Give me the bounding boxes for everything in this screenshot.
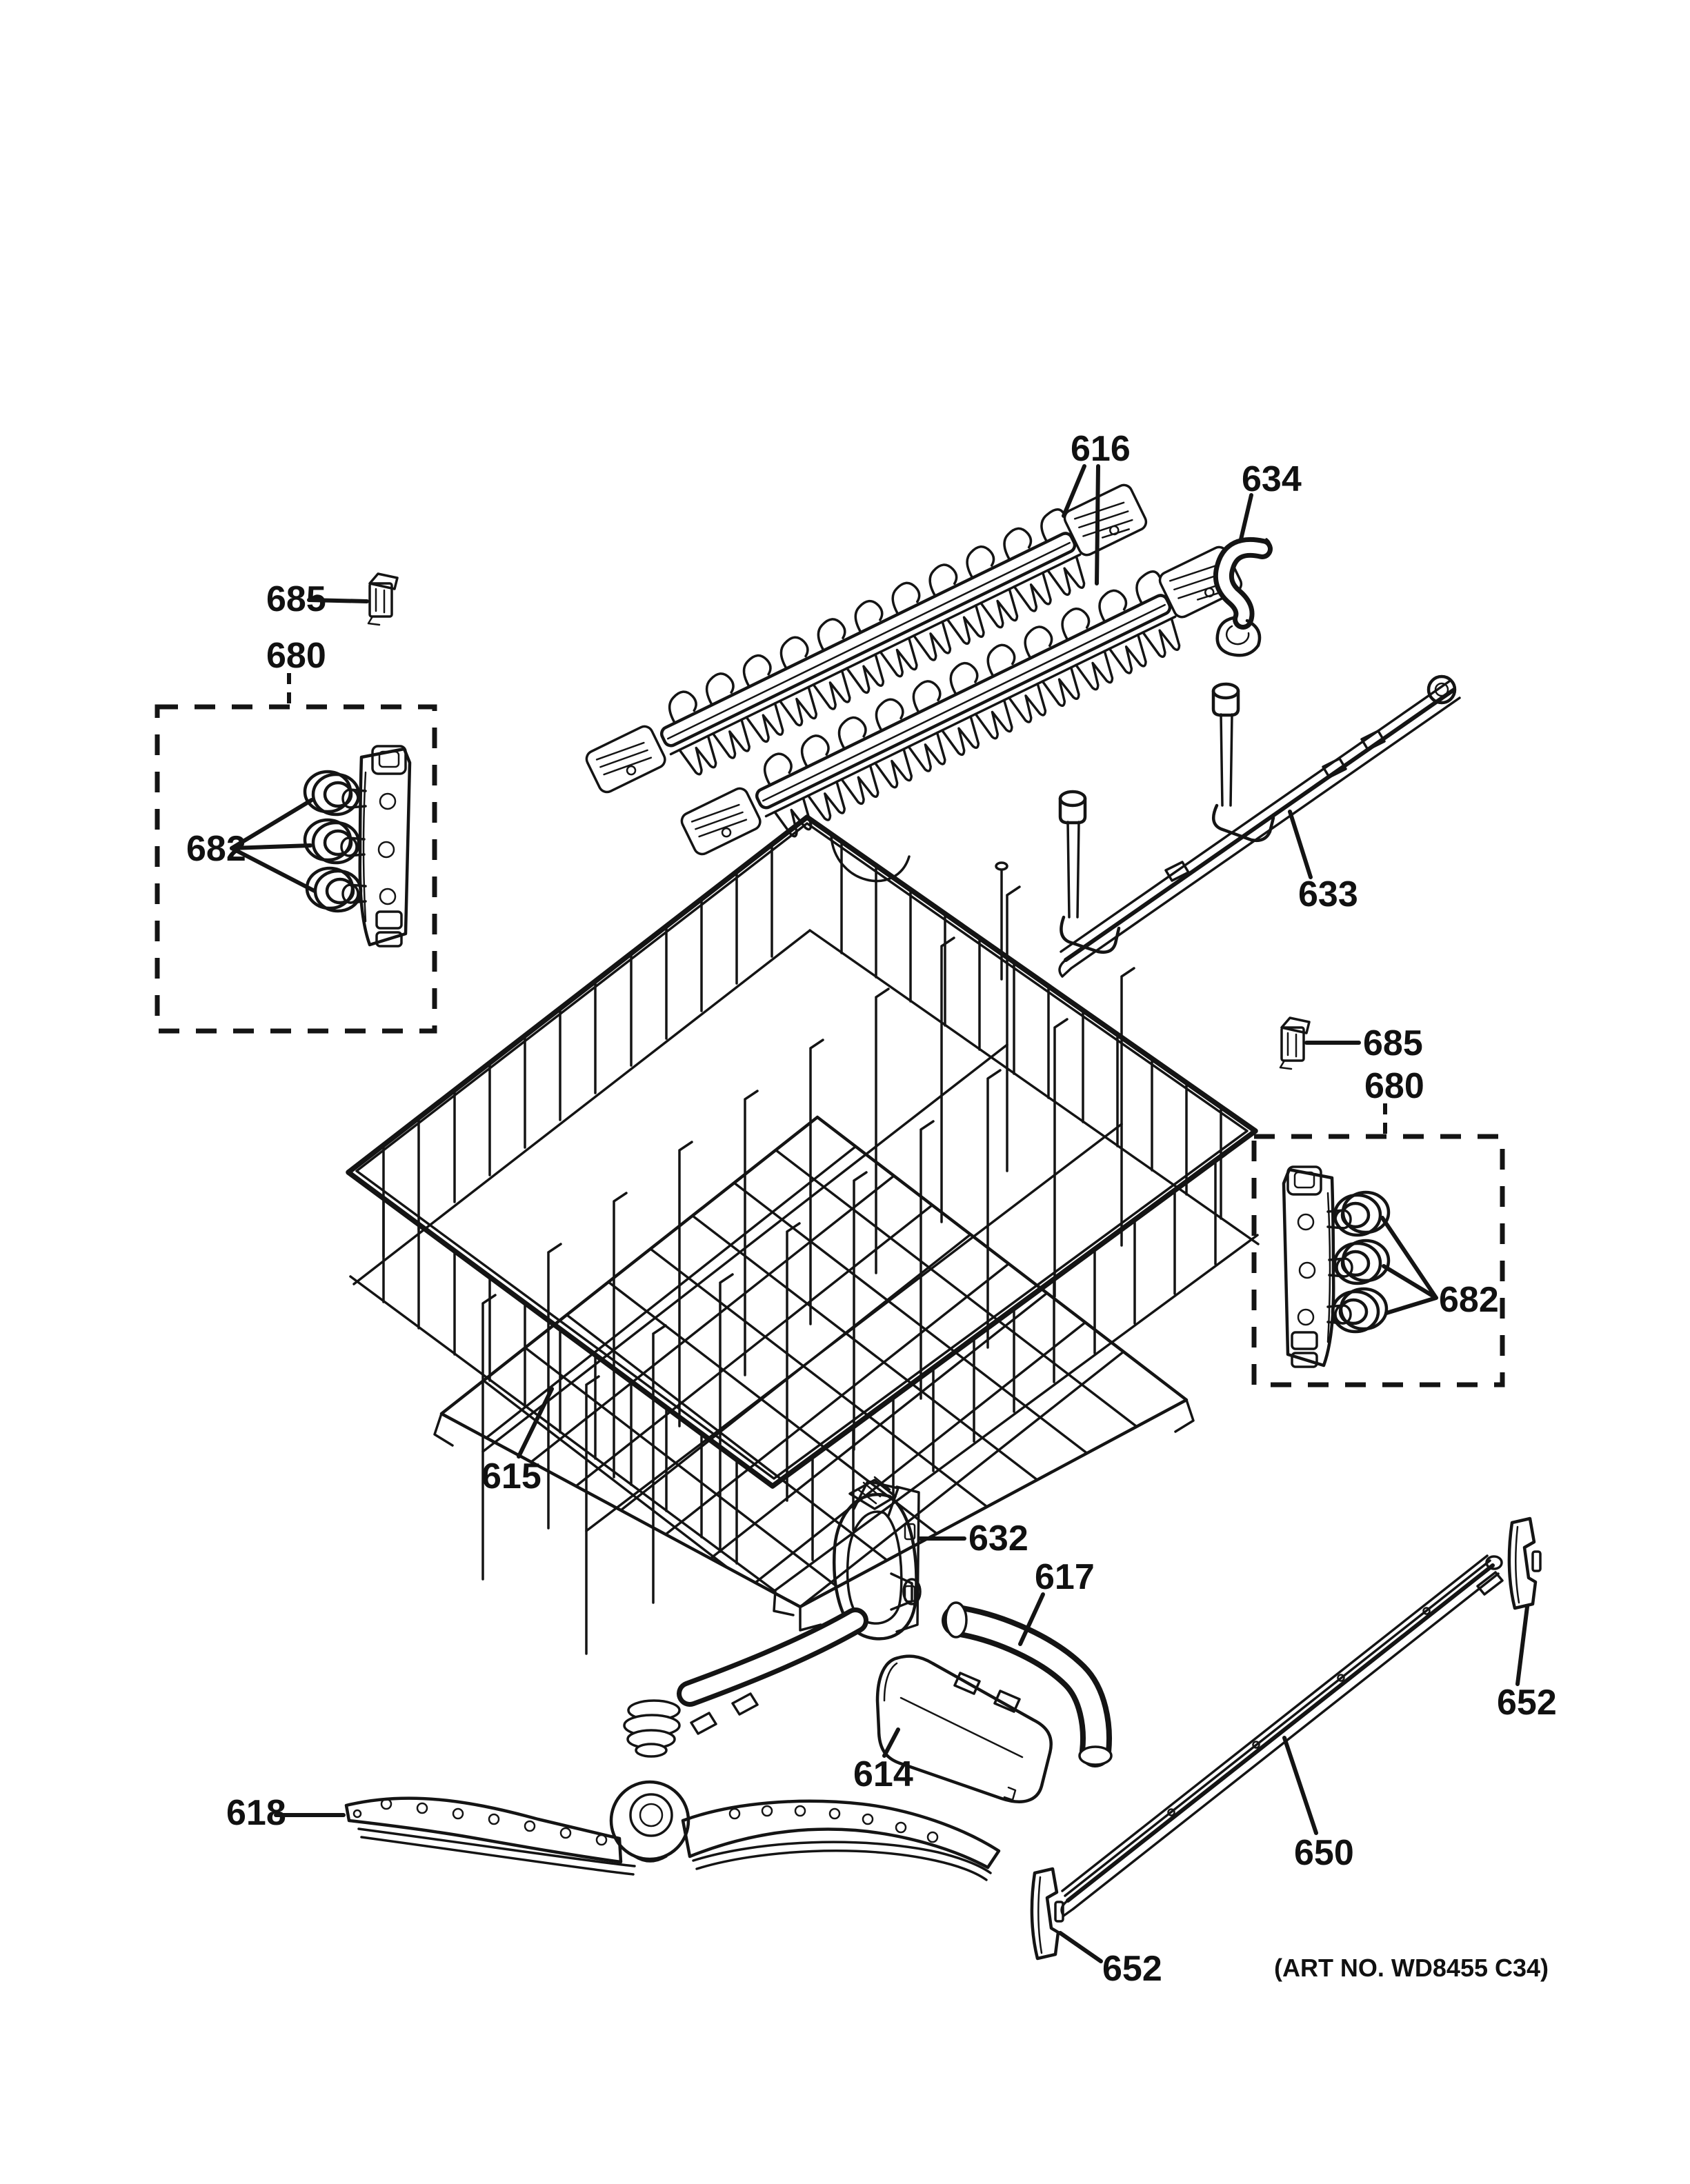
part-label-633: 633: [1298, 874, 1358, 914]
part-label-652-right: 652: [1497, 1683, 1557, 1723]
leader-650: [1282, 1736, 1318, 1835]
part-label-650: 650: [1294, 1833, 1354, 1873]
part-label-614: 614: [853, 1754, 913, 1794]
part-label-615: 615: [481, 1456, 541, 1496]
part-label-680-right: 680: [1364, 1066, 1424, 1106]
leader-682-right: [1380, 1216, 1438, 1315]
part-label-634: 634: [1242, 459, 1302, 499]
roller-carrier-left: [305, 746, 410, 946]
upper-rack-basket: [346, 814, 1260, 1655]
part-label-652-left: 652: [1102, 1949, 1162, 1989]
leader-615: [517, 1387, 554, 1459]
art-number-note: (ART NO. WD8455 C34): [1274, 1954, 1549, 1982]
roller-carrier-right: [1284, 1167, 1389, 1367]
leader-652-right: [1515, 1605, 1529, 1686]
rail-end-cap-right: [1509, 1519, 1540, 1608]
part-label-617: 617: [1035, 1557, 1095, 1597]
tine-row-assembly: [577, 476, 1255, 879]
rack-folding-tines: [481, 861, 1135, 1655]
leader-685-left: [307, 598, 369, 603]
leader-616: [1062, 464, 1100, 585]
stop-clip-left: [367, 572, 399, 626]
water-conduit: [623, 1476, 922, 1758]
top-rail-assembly: [1058, 674, 1461, 978]
part-label-685-right: 685: [1363, 1023, 1423, 1063]
part-label-616: 616: [1071, 429, 1131, 469]
rack-front-left-fence: [349, 1197, 775, 1592]
part-label-632: 632: [968, 1519, 1028, 1559]
leader-634: [1239, 493, 1253, 541]
slide-rail: [1060, 1554, 1503, 1917]
leader-633: [1288, 810, 1313, 879]
outlet-tube: [942, 1601, 1113, 1767]
rail-end-stub: [1476, 1571, 1504, 1596]
part-label-680-left: 680: [266, 636, 326, 676]
rack-floor-grid: [441, 1117, 1186, 1607]
rail-end-cap-left: [1032, 1869, 1063, 1958]
rack-back-right-fence: [808, 840, 1260, 1245]
leader-652-left: [1058, 1931, 1103, 1963]
part-label-682-right: 682: [1439, 1280, 1499, 1320]
roller-assembly-box-left: [155, 704, 437, 1034]
leader-614: [882, 1727, 900, 1758]
leader-682-left: [230, 798, 317, 893]
leader-617: [1018, 1592, 1045, 1646]
rack-back-left-fence: [352, 843, 811, 1285]
spray-arm: [344, 1780, 1001, 1881]
rack-front-right-fence: [774, 1159, 1259, 1592]
retainer-hook: [1213, 537, 1273, 657]
conduit-cover: [875, 1654, 1053, 1803]
roller-assembly-box-right: [1251, 1134, 1505, 1387]
